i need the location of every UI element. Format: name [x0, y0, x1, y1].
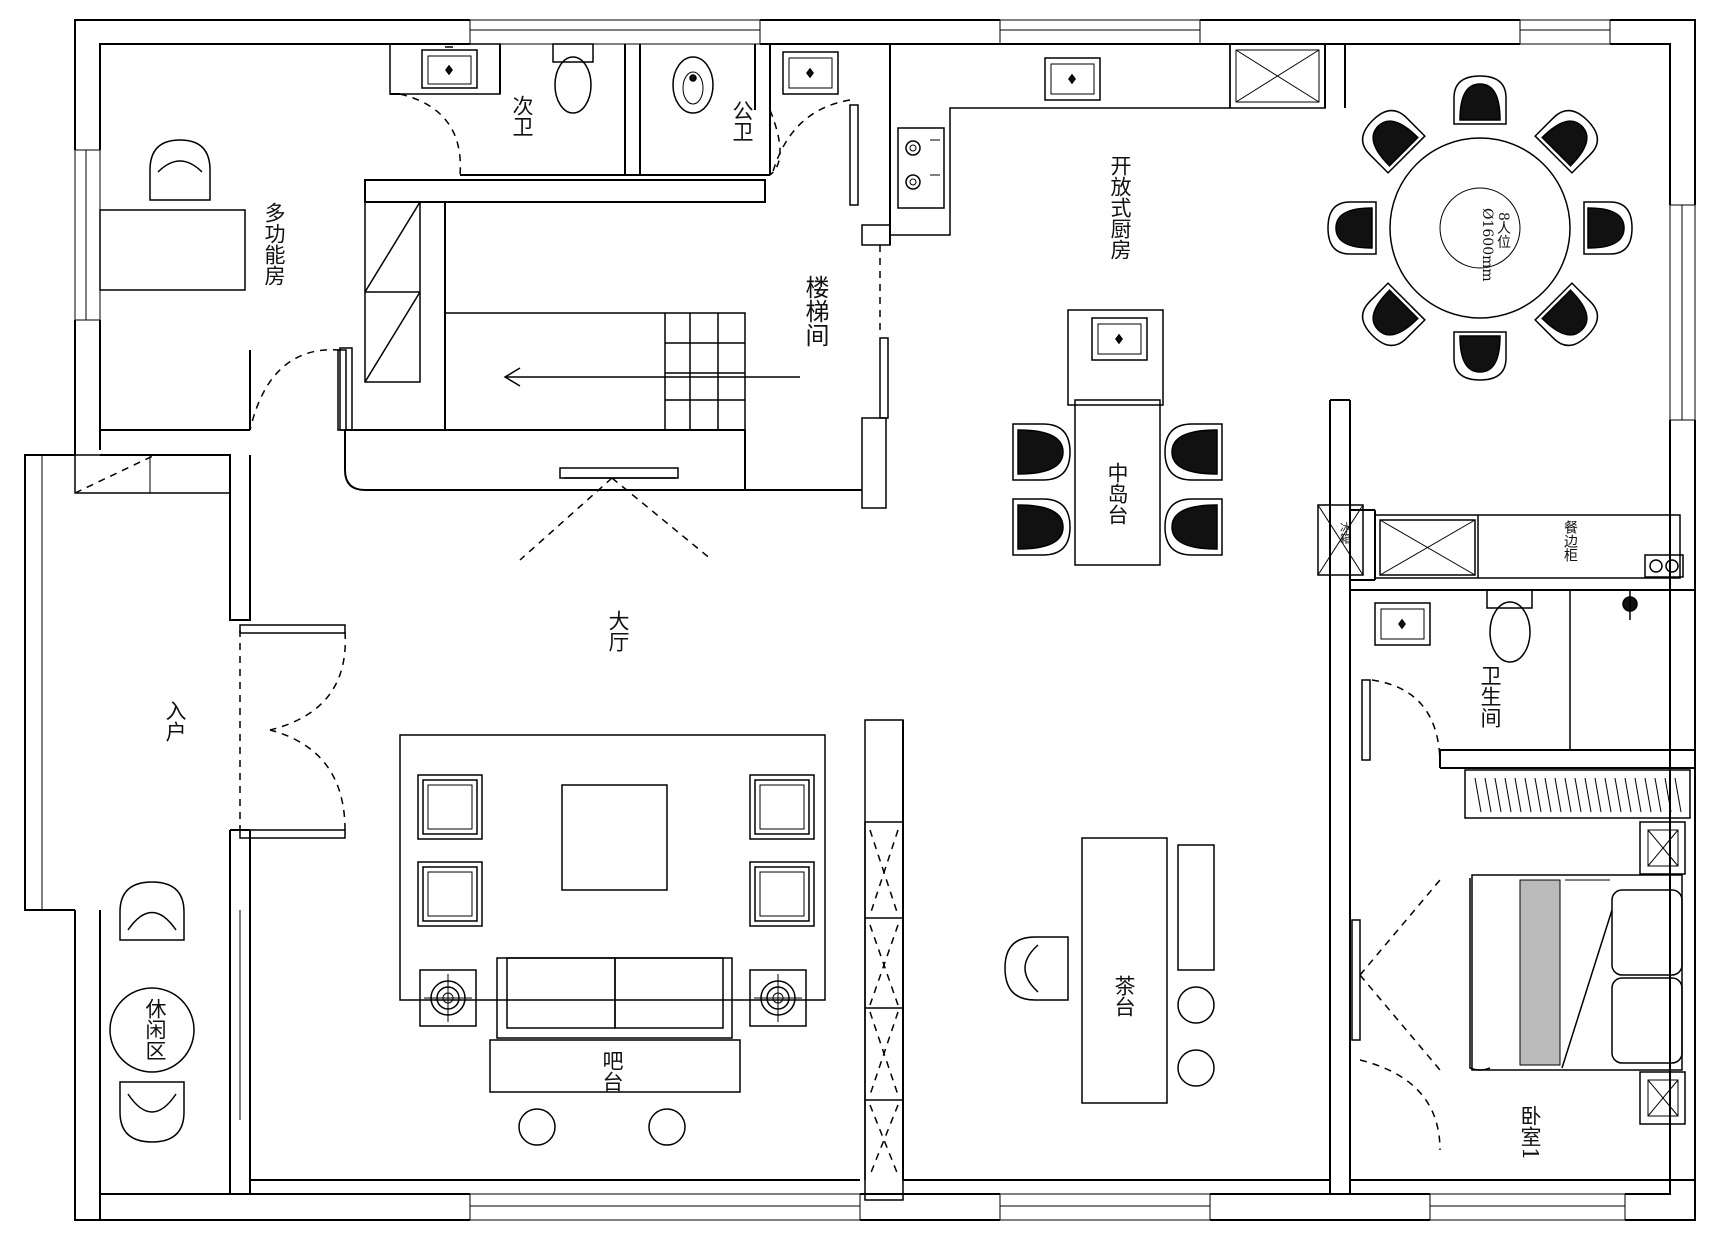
bed	[1469, 874, 1683, 1071]
interior-walls	[74, 43, 1695, 1201]
toilet-secondary-bath	[552, 43, 594, 114]
hanger	[1524, 777, 1532, 813]
bath-toilet	[1486, 589, 1533, 663]
dining-chair	[1361, 282, 1426, 347]
side-lamp	[419, 969, 477, 1027]
kitchen-sink	[1044, 57, 1101, 101]
living-area-rug	[399, 734, 826, 1001]
hanger	[1624, 777, 1632, 813]
island-stool	[1012, 498, 1071, 556]
island-stool	[1164, 498, 1223, 556]
hanger	[1584, 777, 1592, 813]
dining-chair	[1534, 282, 1599, 347]
side-lamps	[419, 969, 807, 1027]
shower-drain	[1622, 590, 1638, 620]
hanger	[1544, 777, 1552, 813]
entry-balcony	[20, 450, 105, 1220]
kitchen-island	[1067, 309, 1164, 566]
dining-chair	[1583, 201, 1633, 255]
label-secondary-bath: 次卫	[510, 95, 534, 137]
office-chair	[149, 139, 211, 201]
label-open-kitchen: 开放式厨房	[1108, 155, 1132, 260]
label-public-bath: 公卫	[730, 100, 754, 142]
door-swings	[230, 93, 1441, 1151]
kitchen-cabinet-box	[1229, 43, 1326, 109]
sink-secondary-bath	[421, 46, 478, 89]
dining-chairs	[1327, 75, 1633, 381]
dining-chair	[1327, 201, 1377, 255]
bar-counter	[489, 1039, 741, 1146]
sink-public-bath	[782, 51, 839, 95]
hanger	[1654, 777, 1662, 813]
armchair	[749, 861, 815, 927]
hanger	[1494, 777, 1502, 813]
hanger	[1484, 777, 1492, 813]
hanger	[1474, 777, 1482, 813]
hanger	[1534, 777, 1542, 813]
label-hall: 大厅	[606, 610, 630, 652]
label-dining-diameter: Ø1600mm	[1479, 208, 1495, 282]
island-stool	[1012, 423, 1071, 481]
side-lamp	[749, 969, 807, 1027]
dining-chair	[1453, 75, 1507, 125]
squat-toilet-public-bath	[672, 56, 714, 114]
nightstands	[1639, 821, 1686, 1125]
hanger	[1644, 777, 1652, 813]
dining-chair	[1534, 109, 1599, 174]
lounge-chair-bottom	[119, 1081, 185, 1143]
island-stools	[1012, 423, 1223, 556]
lounge-table	[109, 987, 195, 1073]
hanger	[1604, 777, 1612, 813]
hanger	[1664, 777, 1672, 813]
label-tea-table: 茶台	[1112, 975, 1136, 1017]
armchair	[417, 861, 483, 927]
room-labels: 多功能房 次卫 公卫 楼梯间 开放式厨房 8人位 Ø1600mm 中岛台 餐边柜…	[143, 95, 1578, 1160]
lounge-chair-top	[119, 881, 185, 941]
dining-table	[1389, 137, 1571, 319]
label-bar: 吧台	[600, 1050, 624, 1092]
hanger	[1674, 777, 1682, 813]
hanger	[1574, 777, 1582, 813]
hanger	[1514, 777, 1522, 813]
armchair	[749, 774, 815, 840]
label-bedroom1: 卧室1	[1518, 1105, 1542, 1160]
hanger	[1634, 777, 1642, 813]
label-lounge: 休闲区	[143, 998, 167, 1061]
label-entry: 入户	[163, 700, 187, 742]
sofa	[496, 957, 733, 1039]
hanger	[1554, 777, 1562, 813]
desk	[99, 209, 246, 291]
bath-sink	[1374, 602, 1431, 646]
dining-chair	[1361, 109, 1426, 174]
dining-chair	[1453, 331, 1507, 381]
hanger	[1504, 777, 1512, 813]
label-fridge: 冰箱	[1339, 522, 1352, 545]
label-sideboard: 餐边柜	[1562, 520, 1578, 562]
label-kitchen-island: 中岛台	[1105, 462, 1129, 525]
armchair	[417, 774, 483, 840]
armchairs	[417, 774, 815, 927]
island-stool	[1164, 423, 1223, 481]
tea-chair	[1004, 936, 1069, 1001]
wardrobe	[1464, 769, 1691, 819]
windows	[73, 18, 1697, 1222]
label-bathroom: 卫生间	[1478, 665, 1502, 728]
label-dining-capacity: 8人位	[1495, 212, 1511, 249]
hanger	[1594, 777, 1602, 813]
cooktop	[897, 127, 945, 209]
label-stairwell: 楼梯间	[801, 275, 829, 347]
hanger	[1614, 777, 1622, 813]
tea-table	[1081, 837, 1215, 1104]
label-multi-function: 多功能房	[262, 202, 286, 286]
hanger	[1564, 777, 1572, 813]
